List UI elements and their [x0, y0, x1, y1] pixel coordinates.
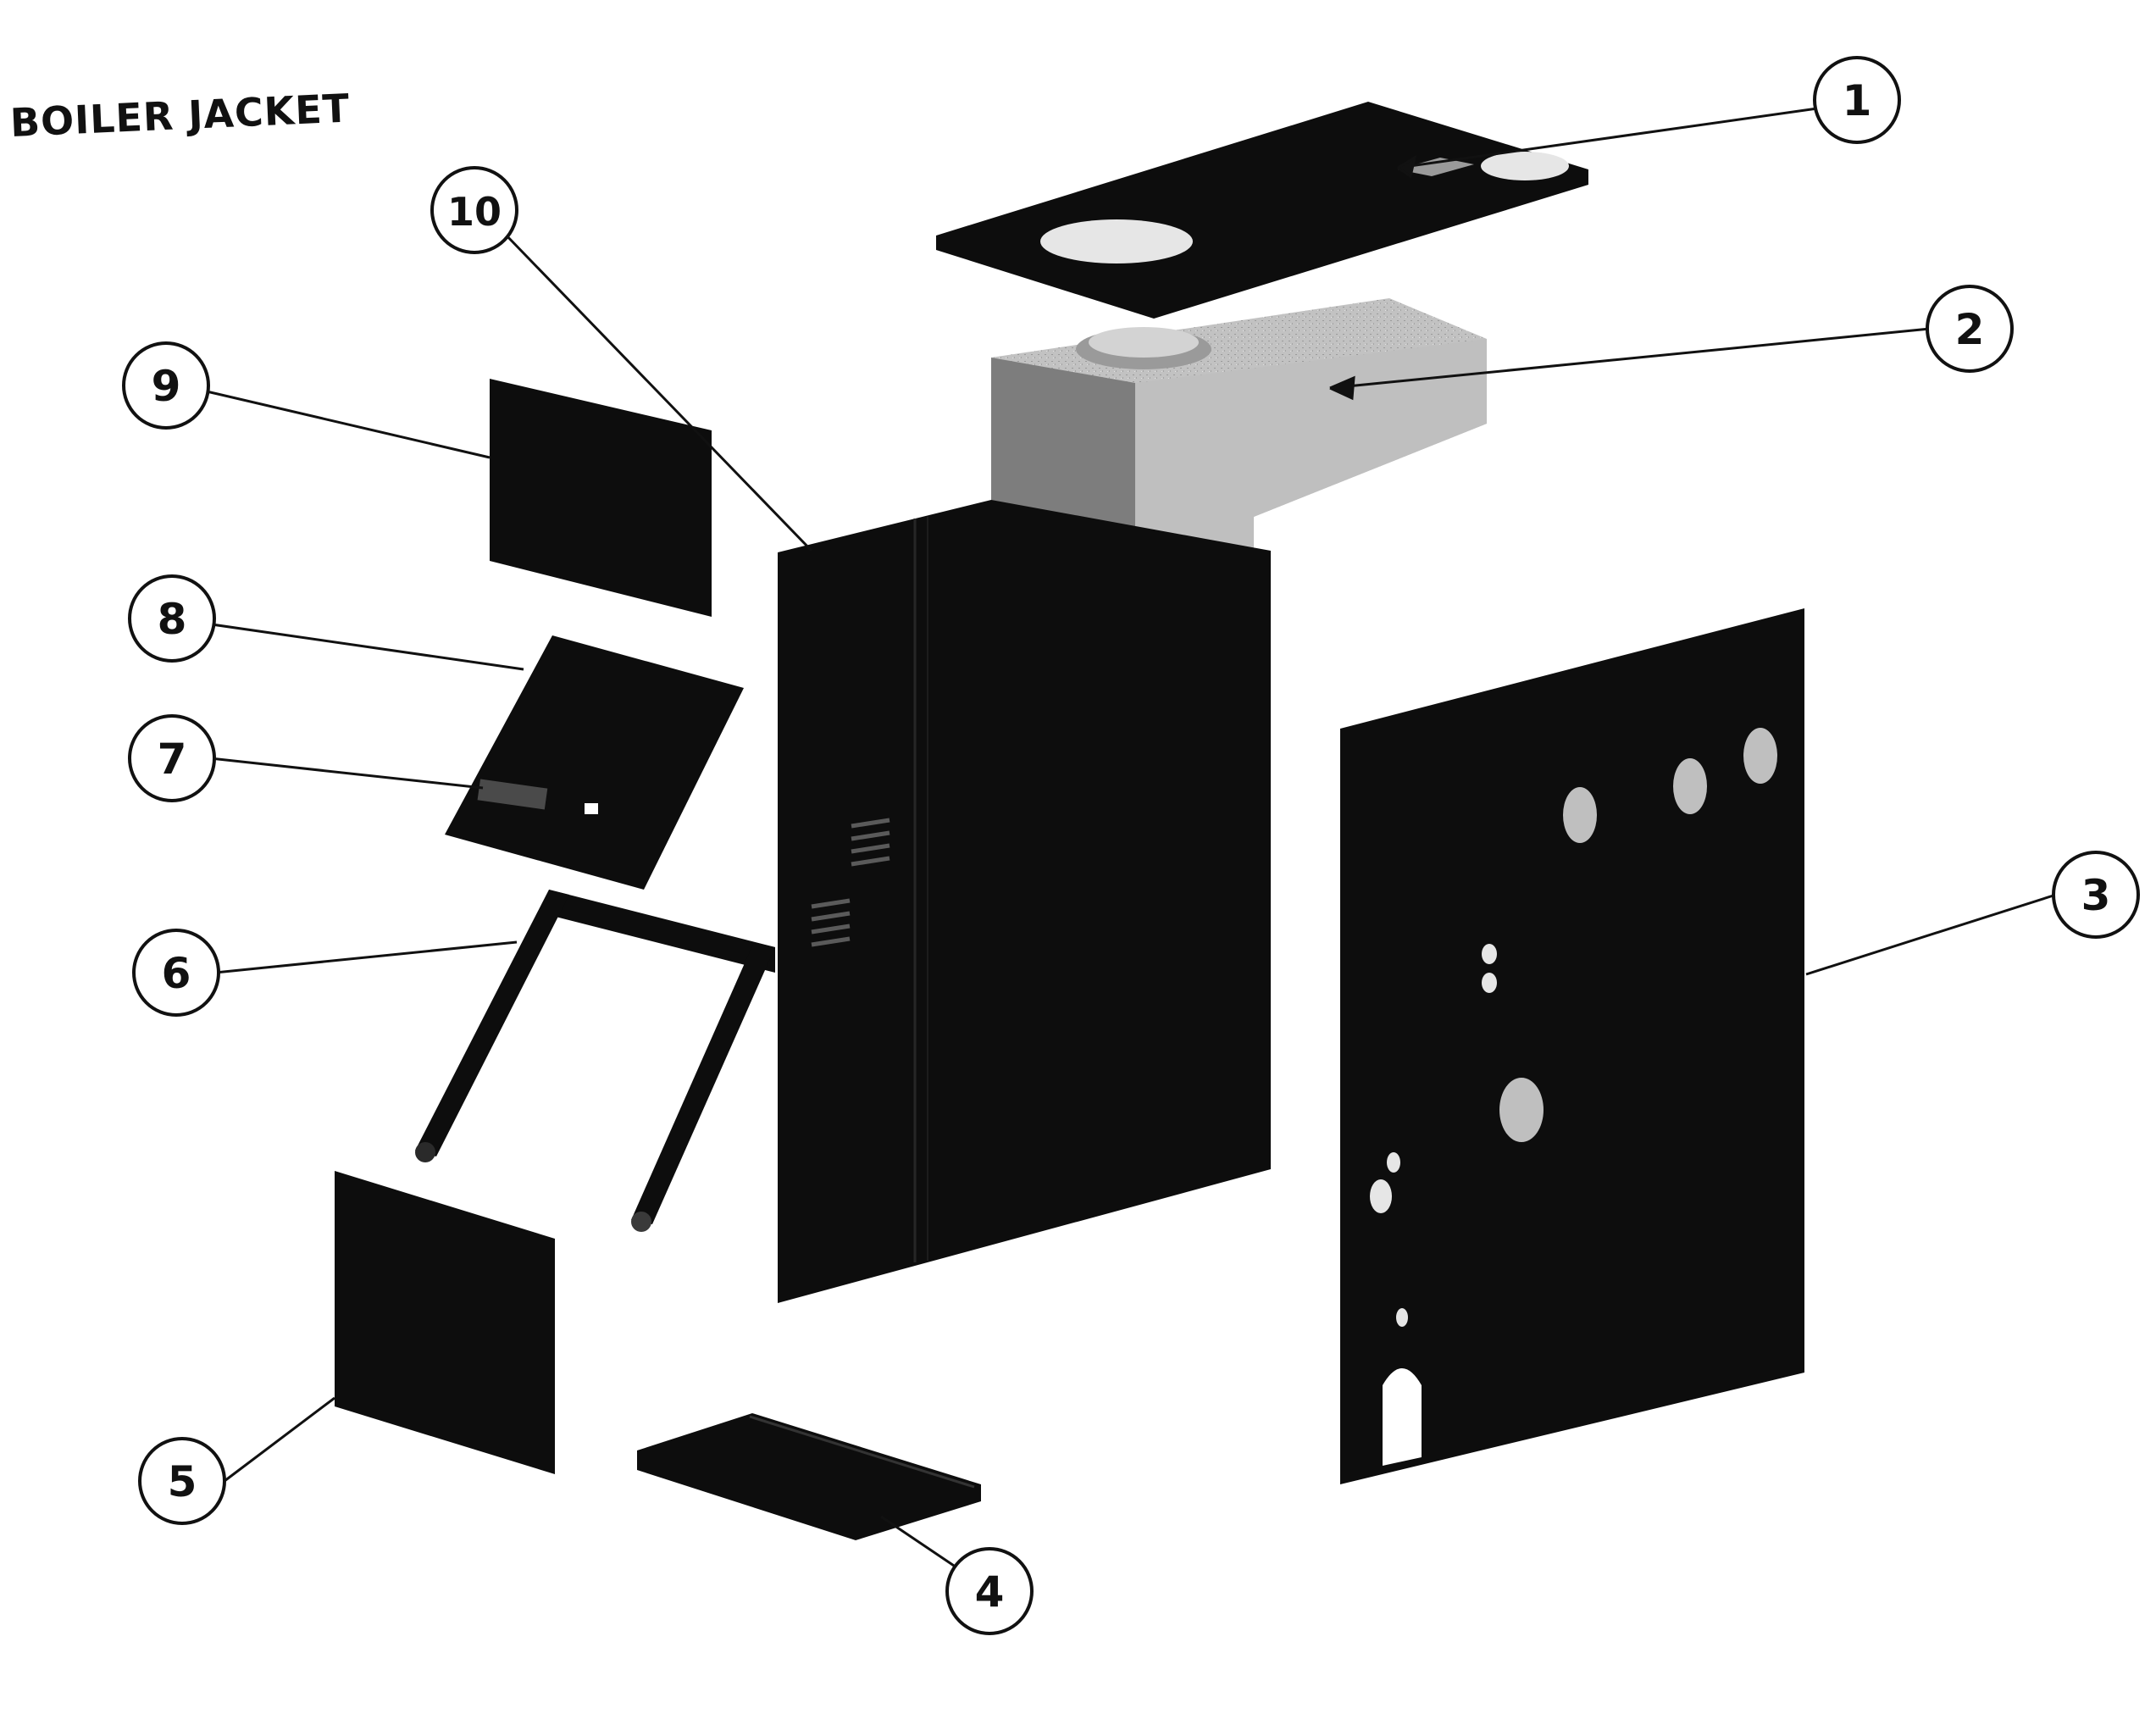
part-base-tray — [637, 1413, 981, 1540]
panel-hole — [1563, 787, 1597, 843]
louver-vents — [811, 818, 890, 947]
panel-hole — [1499, 1078, 1544, 1142]
callout-3: 3 — [2081, 871, 2111, 920]
callout-10: 10 — [447, 189, 502, 235]
control-switch — [477, 779, 548, 810]
callout-7: 7 — [158, 735, 187, 784]
panel-hole — [1387, 1152, 1400, 1173]
callout-9: 9 — [152, 362, 181, 411]
part-jacket-body — [778, 500, 1271, 1303]
control-indicator — [585, 803, 598, 814]
panel-slot — [1383, 1368, 1422, 1466]
callout-2: 2 — [1955, 305, 1985, 354]
callout-5: 5 — [168, 1457, 197, 1506]
callout-4: 4 — [975, 1567, 1005, 1617]
panel-hole — [1370, 1179, 1392, 1213]
panel-hole — [1673, 758, 1707, 814]
part-side-panel — [1340, 608, 1804, 1484]
vent-opening — [1481, 152, 1569, 180]
callout-circles — [122, 56, 2140, 1635]
part-lower-front-panel — [335, 1171, 555, 1474]
callout-6: 6 — [162, 949, 191, 998]
leader-lines — [206, 107, 2057, 1571]
panel-hole — [1396, 1308, 1408, 1327]
part-upper-front-panel — [490, 379, 712, 617]
callout-1: 1 — [1843, 76, 1872, 125]
panel-hole — [1482, 973, 1497, 993]
part-top-plate — [936, 102, 1588, 319]
part-control-panel — [445, 635, 744, 890]
callout-numbers: 1 2 3 4 5 6 7 8 9 10 — [152, 76, 2111, 1617]
panel-hole — [1482, 944, 1497, 964]
callout-8: 8 — [158, 595, 187, 644]
part-frame-bracket — [415, 890, 775, 1232]
flue-opening — [1040, 219, 1193, 263]
panel-hole — [1743, 728, 1777, 784]
